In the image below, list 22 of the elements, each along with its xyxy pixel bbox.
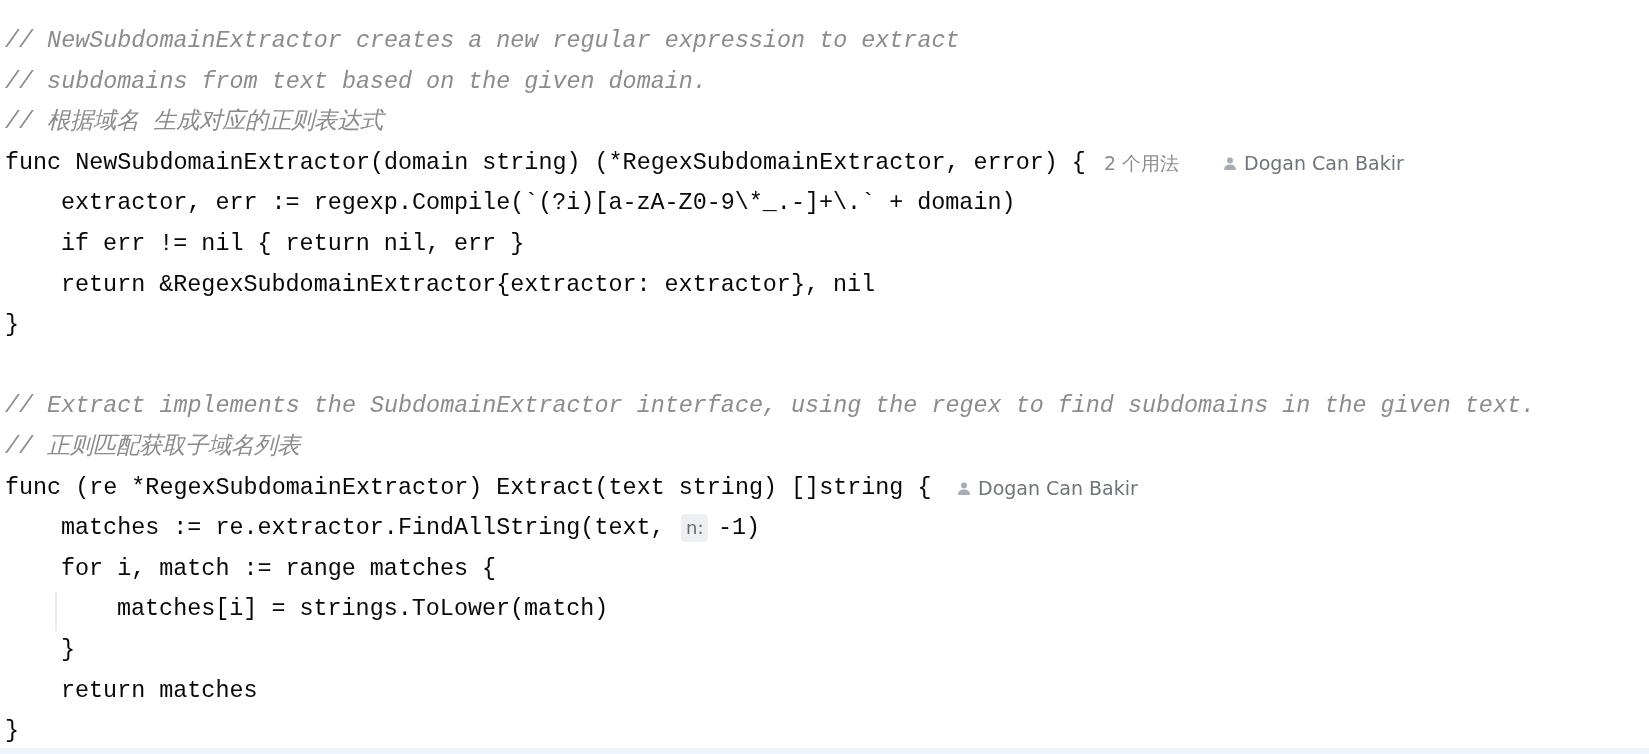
code-line: if err != nil { return nil, err } bbox=[61, 230, 525, 259]
code-comment: // subdomains from text based on the given domain. bbox=[5, 67, 707, 97]
code-line: func (re *RegexSubdomainExtractor) Extract(text string) []string { bbox=[5, 473, 932, 503]
code-comment: // NewSubdomainExtractor creates a new regular expression to extract bbox=[5, 27, 960, 56]
code-line: extractor, err := regexp.Compile(`(?i)[a-zA-Z0-9\*_.-]+\.` + domain) bbox=[61, 189, 1016, 219]
code-line: func NewSubdomainExtractor(domain string) (*RegexSubdomainExtractor, error) { bbox=[5, 148, 1086, 178]
code-comment: // 正则匹配获取子域名列表 bbox=[5, 432, 301, 462]
code-line: } bbox=[61, 636, 76, 665]
code-line: matches[i] = strings.ToLower(match) bbox=[117, 595, 609, 625]
code-line: } bbox=[5, 717, 20, 747]
usage-count-hint: 2 个用法 bbox=[1104, 150, 1180, 176]
code-line: } bbox=[5, 311, 20, 341]
code-line: return matches bbox=[61, 676, 258, 706]
code-line: return &RegexSubdomainExtractor{extractor: extractor}, nil bbox=[61, 270, 876, 300]
code-line: for i, match := range matches { bbox=[61, 554, 497, 584]
author-hint: Dogan Can Bakir bbox=[978, 475, 1138, 501]
code-line: -1) bbox=[718, 514, 761, 544]
code-line: matches := re.extractor.FindAllString(text, bbox=[61, 514, 665, 544]
code-comment: // Extract implements the SubdomainExtractor interface, using the regex to find subdomains in the given text. bbox=[5, 392, 1535, 422]
code-comment: // 根据域名 生成对应的正则表达式 bbox=[5, 107, 384, 138]
author-hint: Dogan Can Bakir bbox=[1244, 150, 1404, 176]
parameter-hint: n: bbox=[681, 514, 709, 543]
